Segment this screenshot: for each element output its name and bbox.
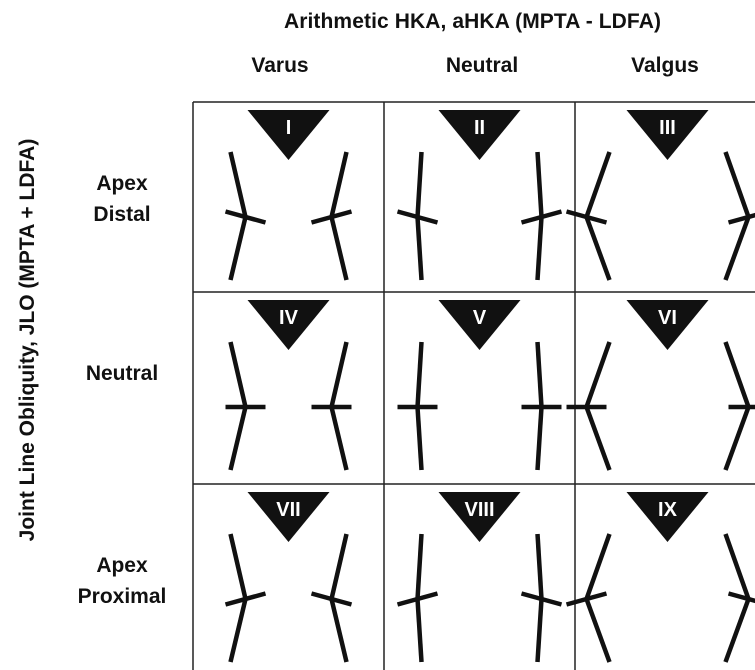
femur-segment [332, 534, 347, 599]
femur-segment [726, 152, 749, 217]
femur-segment [538, 534, 542, 599]
femur-segment [726, 534, 749, 599]
tibia-segment [587, 599, 610, 662]
cell-label: V [473, 307, 487, 329]
tibia-segment [538, 217, 542, 280]
tibia-segment [726, 217, 749, 280]
femur-segment [538, 342, 542, 407]
tibia-segment [587, 407, 610, 470]
cell-label: IX [658, 499, 678, 521]
tibia-segment [332, 599, 347, 662]
femur-segment [231, 152, 246, 217]
cell-label: IV [279, 307, 299, 329]
cell-label: VI [658, 307, 677, 329]
femur-segment [418, 534, 422, 599]
femur-segment [726, 342, 749, 407]
femur-segment [332, 152, 347, 217]
cell-label: VIII [464, 499, 494, 521]
tibia-segment [231, 407, 246, 470]
tibia-segment [418, 217, 422, 280]
tibia-segment [538, 599, 542, 662]
femur-segment [587, 534, 610, 599]
cell-label: I [286, 117, 292, 139]
cell-label: VII [276, 499, 300, 521]
tibia-segment [726, 599, 749, 662]
tibia-segment [726, 407, 749, 470]
femur-segment [587, 152, 610, 217]
tibia-segment [418, 407, 422, 470]
femur-segment [538, 152, 542, 217]
tibia-segment [332, 217, 347, 280]
joint-line [729, 594, 755, 605]
tibia-segment [231, 599, 246, 662]
cell-label: II [474, 117, 485, 139]
tibia-segment [418, 599, 422, 662]
femur-segment [418, 342, 422, 407]
femur-segment [587, 342, 610, 407]
femur-segment [231, 534, 246, 599]
femur-segment [332, 342, 347, 407]
tibia-segment [538, 407, 542, 470]
tibia-segment [332, 407, 347, 470]
joint-line [729, 212, 755, 223]
femur-segment [231, 342, 246, 407]
cell-label: III [659, 117, 676, 139]
tibia-segment [587, 217, 610, 280]
tibia-segment [231, 217, 246, 280]
femur-segment [418, 152, 422, 217]
